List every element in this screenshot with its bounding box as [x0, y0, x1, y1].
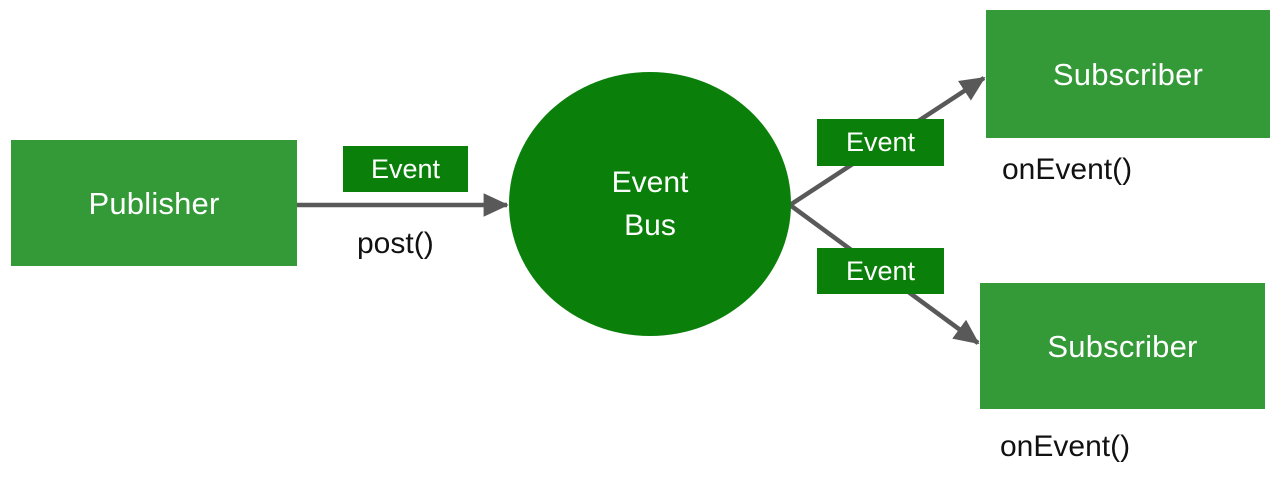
node-subscriber-bottom-label: Subscriber: [1047, 328, 1198, 364]
method-label-on-event-top: onEvent(): [1002, 153, 1133, 186]
method-label-post: post(): [357, 227, 434, 260]
edge-chip-deliver-top[interactable]: Event: [817, 119, 944, 166]
node-subscriber-top-label: Subscriber: [1052, 56, 1204, 92]
edge-chip-deliver-bottom-label: Event: [845, 255, 916, 286]
node-subscriber-bottom[interactable]: Subscriber: [980, 283, 1265, 409]
edge-chip-publish[interactable]: Event: [343, 146, 468, 192]
node-subscriber-top[interactable]: Subscriber: [986, 10, 1270, 138]
node-event-bus-label-line1: Event: [611, 165, 689, 199]
edge-chip-deliver-bottom[interactable]: Event: [817, 248, 944, 294]
node-publisher-label: Publisher: [88, 185, 220, 221]
node-event-bus[interactable]: Event Bus: [509, 72, 791, 336]
method-label-on-event-bottom: onEvent(): [1000, 430, 1131, 463]
node-event-bus-label-line2: Bus: [624, 209, 676, 242]
node-publisher[interactable]: Publisher: [11, 140, 297, 266]
edge-chip-publish-label: Event: [370, 153, 441, 184]
edge-chip-deliver-top-label: Event: [845, 127, 916, 157]
